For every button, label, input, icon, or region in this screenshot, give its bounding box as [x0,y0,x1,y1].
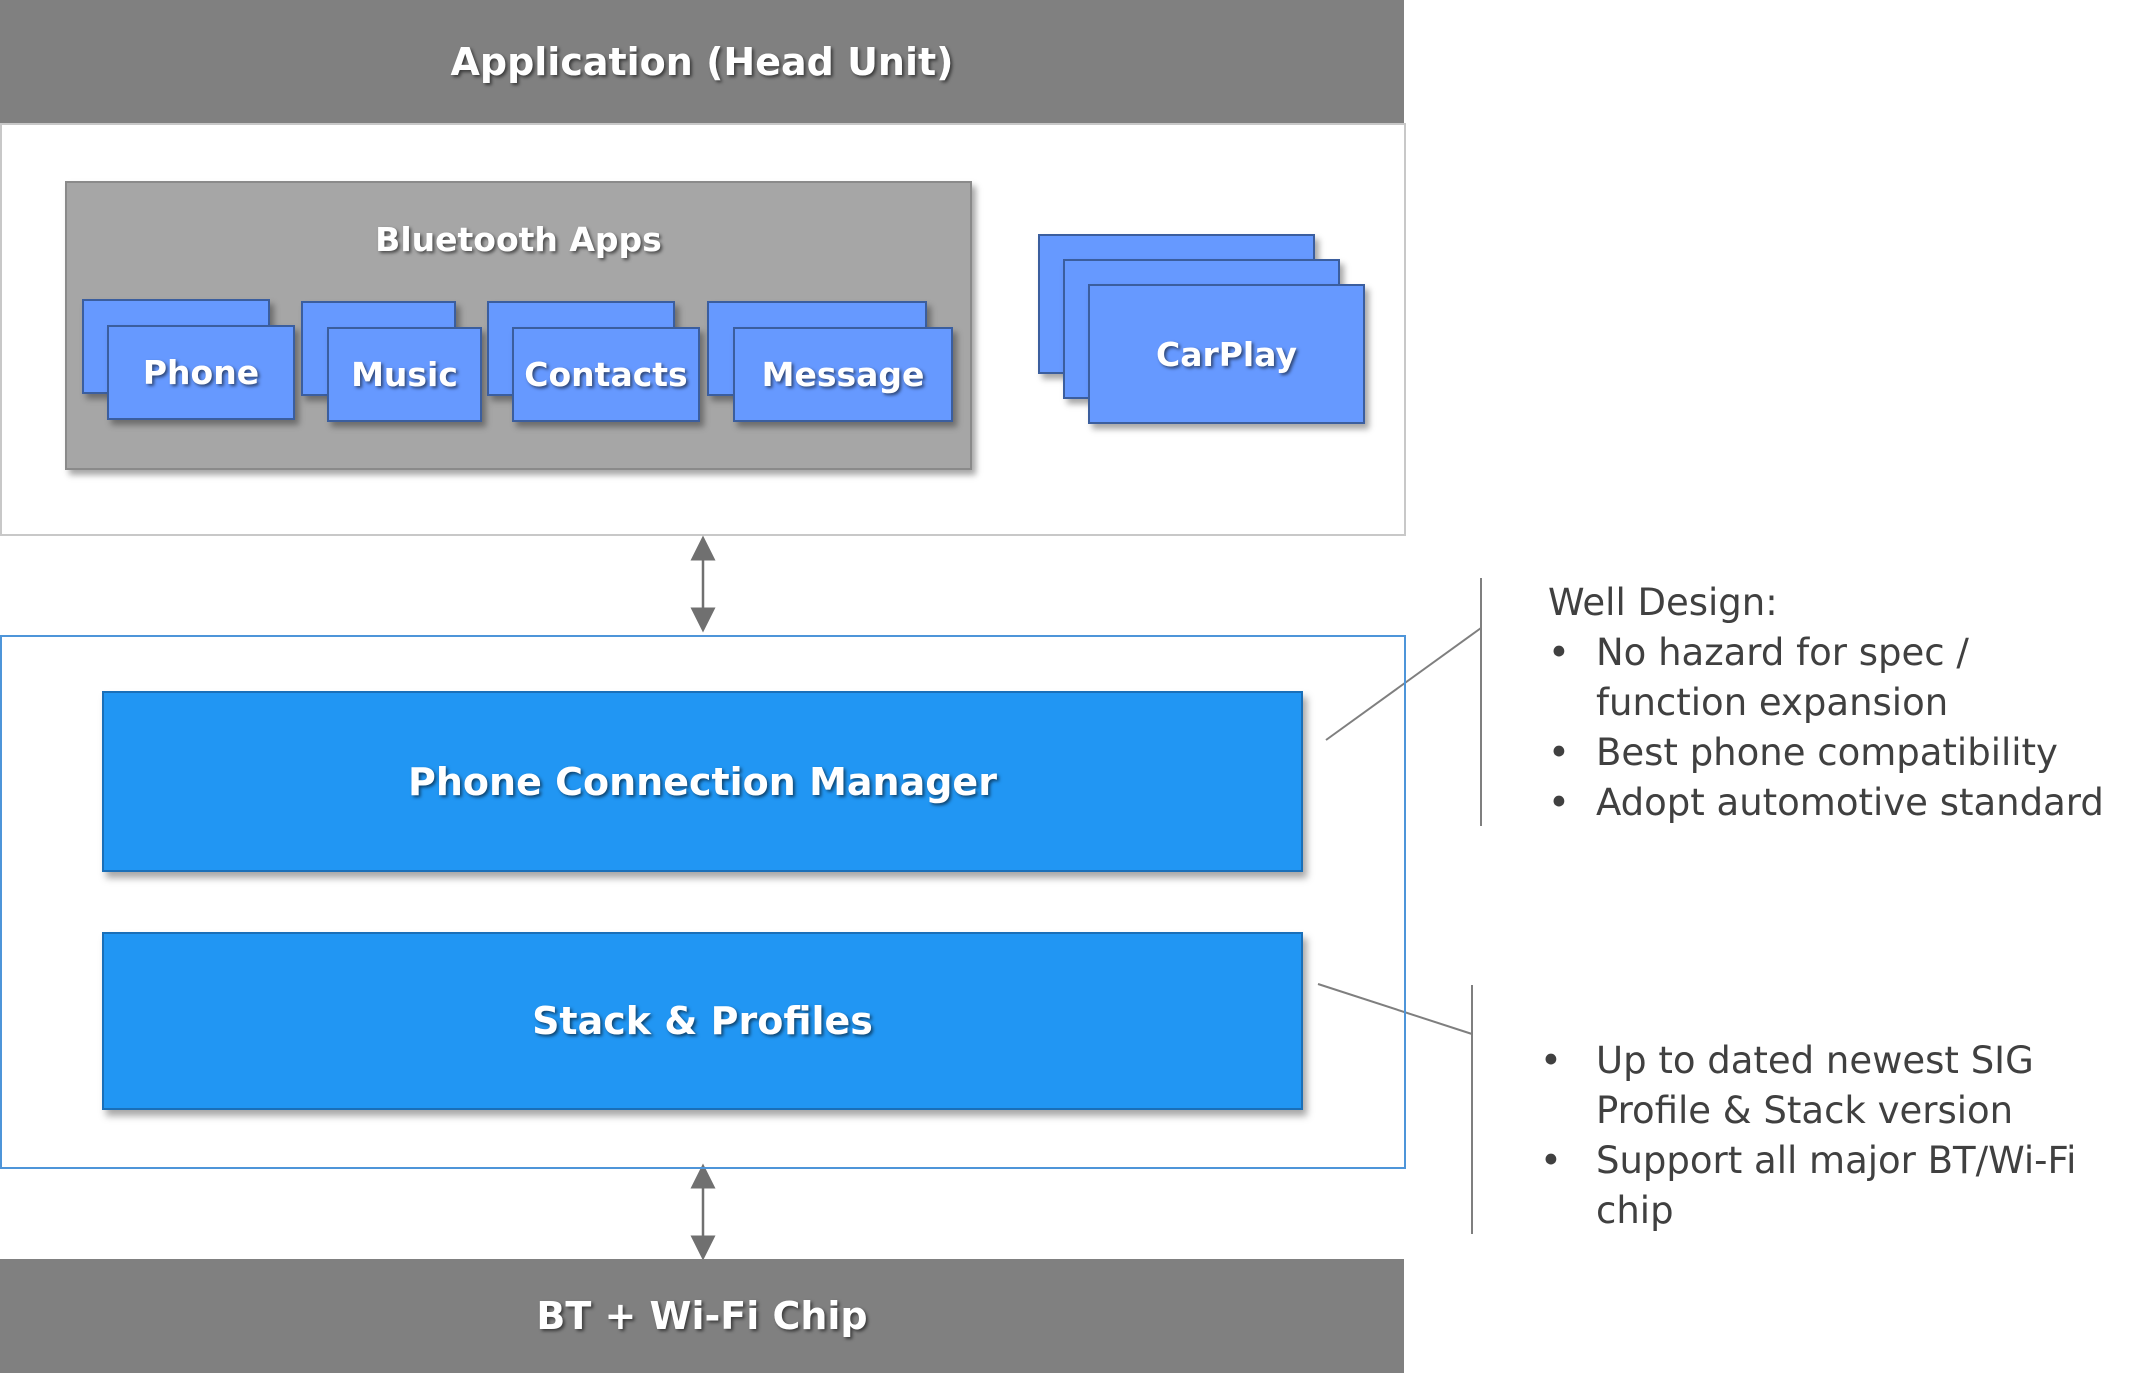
phone-app-card: Phone [107,325,295,420]
stack-note-text: Up to dated newest SIG Profile & Stack v… [1596,1039,2034,1132]
music-app-card: Music [327,327,482,422]
chip-footer: BT + Wi-Fi Chip [0,1259,1404,1373]
design-notes-heading: Well Design: [1548,581,1778,624]
stack-profiles-label: Stack & Profiles [532,999,873,1043]
phone-app-label: Phone [142,353,260,392]
stack-note-item: • Support all major BT/Wi-Fi chip [1540,1136,2136,1236]
design-notes: Well Design: • No hazard for spec / func… [1548,578,2128,828]
phone-connection-manager-block: Phone Connection Manager [102,691,1303,872]
bullet-icon: • [1548,781,1570,824]
design-note-item: • Adopt automotive standard [1548,778,2128,828]
stack-notes: • Up to dated newest SIG Profile & Stack… [1540,1036,2136,1236]
stack-note-text: Support all major BT/Wi-Fi chip [1596,1139,2077,1232]
design-note-text: No hazard for spec / function expansion [1596,631,1969,724]
phone-connection-manager-label: Phone Connection Manager [408,759,997,804]
carplay-label: CarPlay [1155,334,1298,374]
stack-note-callout [1317,983,1473,1035]
music-app-label: Music [351,355,458,394]
contacts-app-label: Contacts [524,355,688,394]
message-app-label: Message [761,355,925,394]
design-note-callout [1325,627,1482,741]
design-note-text: Best phone compatibility [1596,731,2058,774]
middleware-frame [0,635,1406,1169]
bullet-icon: • [1548,631,1570,674]
bluetooth-apps-title: Bluetooth Apps [375,220,662,259]
bullet-icon: • [1548,731,1570,774]
message-app-card: Message [733,327,953,422]
carplay-card: CarPlay [1088,284,1365,424]
design-note-item: • No hazard for spec / function expansio… [1548,628,2128,728]
chip-title: BT + Wi-Fi Chip [536,1294,868,1338]
application-title: Application (Head Unit) [450,39,954,84]
stack-profiles-block: Stack & Profiles [102,932,1303,1110]
application-header: Application (Head Unit) [0,0,1404,123]
stack-note-item: • Up to dated newest SIG Profile & Stack… [1540,1036,2136,1136]
bullet-icon: • [1540,1039,1562,1082]
bullet-icon: • [1540,1139,1562,1182]
design-note-item: • Best phone compatibility [1548,728,2128,778]
contacts-app-card: Contacts [512,327,700,422]
design-note-text: Adopt automotive standard [1596,781,2104,824]
